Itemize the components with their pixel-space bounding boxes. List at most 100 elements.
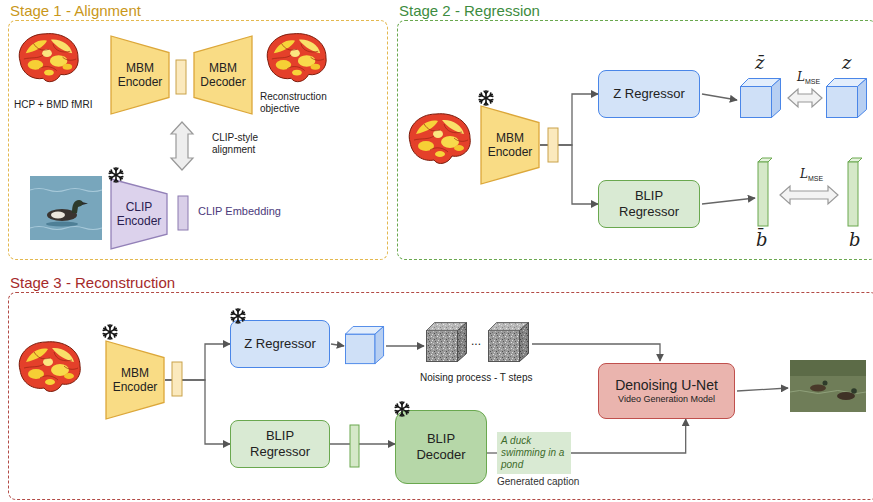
latent-symbol: z̄ bbox=[755, 52, 764, 74]
stage-title: Stage 2 - Regression bbox=[399, 2, 540, 19]
ellipsis: ... bbox=[471, 334, 481, 348]
stage-title: Stage 1 - Alignment bbox=[10, 2, 141, 19]
flow-arrow bbox=[386, 345, 424, 346]
photo-bank bbox=[790, 360, 866, 376]
embedding-bar bbox=[172, 362, 182, 396]
vector-bar bbox=[758, 162, 768, 226]
box-label: MBM Encoder bbox=[109, 366, 161, 395]
decoder-trapezoid: MBM Decoder bbox=[193, 35, 253, 115]
frozen-icon bbox=[231, 309, 245, 323]
loss-arrow bbox=[788, 89, 822, 107]
alignment-arrow bbox=[171, 122, 193, 170]
text-holder: MBM Encoder bbox=[484, 105, 536, 185]
latent-cube bbox=[345, 326, 383, 363]
regressor-box: BLIP Regressor bbox=[230, 420, 330, 468]
caption-vector bbox=[758, 158, 772, 226]
box-label: CLIP Encoder bbox=[114, 200, 164, 229]
frozen-icon bbox=[395, 402, 409, 416]
latent-cube bbox=[741, 79, 781, 118]
box-label: Denoising U-Net bbox=[605, 377, 728, 394]
trapezoid-shape bbox=[106, 341, 164, 419]
text-holder: CLIP Encoder bbox=[114, 178, 164, 250]
trapezoid-shape bbox=[481, 106, 539, 184]
text-holder: MBM Decoder bbox=[197, 35, 249, 115]
loss-symbol: L bbox=[797, 70, 805, 84]
noisy-cube bbox=[489, 323, 529, 362]
decoder-box: BLIP Decoder bbox=[395, 410, 487, 484]
embedding-bar bbox=[178, 196, 188, 230]
title-holder: Stage 2 - Regression bbox=[399, 2, 540, 19]
box-label: BLIP Regressor bbox=[237, 428, 323, 459]
encoder-trapezoid: MBM Encoder bbox=[110, 35, 170, 115]
brain-image bbox=[19, 34, 78, 82]
output-frame bbox=[790, 360, 866, 412]
flow-arrow bbox=[737, 388, 788, 391]
text-holder: MBM Encoder bbox=[109, 340, 161, 420]
stage-panel: Stage 1 - AlignmentMBM Encoder MBM Decode… bbox=[8, 2, 388, 260]
photo-ground bbox=[790, 360, 866, 412]
latent-symbol: z bbox=[842, 52, 851, 74]
regressor-box: Z Regressor bbox=[598, 70, 700, 118]
process-label: Noising process - T steps bbox=[420, 372, 532, 384]
embedding-bar bbox=[350, 425, 359, 467]
caption-symbol: b̄ bbox=[756, 229, 768, 251]
duck-beak bbox=[82, 202, 88, 205]
duck-body bbox=[810, 385, 826, 392]
flow-connector bbox=[330, 443, 395, 444]
duck-head bbox=[823, 381, 828, 386]
loss-arrow bbox=[780, 186, 838, 204]
encoder-trapezoid: MBM Encoder bbox=[480, 105, 540, 185]
stage-panel: Stage 2 - RegressionMBM Encoder Z Regress… bbox=[397, 2, 873, 260]
box-label: Video Generation Model bbox=[605, 394, 728, 405]
duck-photo bbox=[30, 176, 102, 240]
loss-symbol: L bbox=[800, 167, 808, 181]
flow-arrow bbox=[702, 94, 737, 100]
brain-image bbox=[267, 34, 326, 82]
text-holder: MBM Encoder bbox=[114, 35, 166, 115]
duck-patch bbox=[51, 212, 65, 219]
caption-group: A duck swimming in a pondGenerated capti… bbox=[497, 432, 589, 488]
caption-highlight: A duck swimming in a pond bbox=[497, 432, 571, 474]
caption-vector bbox=[848, 158, 862, 226]
frozen-icon bbox=[109, 168, 123, 182]
latent-cube bbox=[827, 79, 867, 118]
caption-symbol: b bbox=[849, 229, 861, 251]
embedding-bar bbox=[548, 128, 558, 162]
noisy-cube bbox=[427, 323, 467, 362]
flow-connector bbox=[487, 452, 497, 453]
flow-arrow bbox=[532, 344, 660, 361]
trapezoid-shape bbox=[194, 36, 252, 114]
title-holder: Stage 1 - Alignment bbox=[10, 2, 141, 19]
flow-arrow bbox=[331, 344, 344, 346]
duck-reflection bbox=[46, 222, 78, 227]
annotation-text: CLIP-style alignment bbox=[212, 132, 292, 156]
photo-ground bbox=[30, 176, 102, 240]
flow-connector bbox=[571, 419, 686, 453]
encoder-trapezoid: CLIP Encoder bbox=[110, 178, 168, 250]
box-label: MBM Encoder bbox=[484, 131, 536, 160]
box-label: BLIP Decoder bbox=[402, 431, 480, 462]
stage-panel: Stage 3 - ReconstructionMBM Encoder Z Reg… bbox=[8, 274, 873, 500]
loss-subscript: MSE bbox=[808, 175, 823, 183]
duck-head bbox=[851, 388, 857, 394]
frozen-icon bbox=[103, 325, 117, 339]
box-label: BLIP Regressor bbox=[605, 188, 693, 219]
box-label: MBM Decoder bbox=[197, 61, 249, 90]
regressor-box: BLIP Regressor bbox=[598, 180, 700, 228]
box-label: MBM Encoder bbox=[114, 61, 166, 90]
water-ripple bbox=[30, 189, 102, 230]
embedding-bar bbox=[176, 60, 186, 94]
vector-top bbox=[758, 158, 772, 162]
trapezoid-shape bbox=[111, 36, 169, 114]
regressor-box: Z Regressor bbox=[230, 320, 330, 368]
title-holder: Stage 3 - Reconstruction bbox=[10, 274, 175, 291]
encoder-trapezoid: MBM Encoder bbox=[105, 340, 165, 420]
duck-head bbox=[72, 200, 83, 213]
input-caption: HCP + BMD fMRI bbox=[14, 99, 92, 111]
caption-note: Generated caption bbox=[497, 474, 589, 488]
output-caption: Reconstruction objective bbox=[260, 91, 342, 115]
flow-arrow bbox=[702, 198, 755, 204]
loss-subscript: MSE bbox=[805, 78, 820, 86]
vector-top bbox=[848, 158, 862, 162]
vector-bar bbox=[848, 162, 858, 226]
